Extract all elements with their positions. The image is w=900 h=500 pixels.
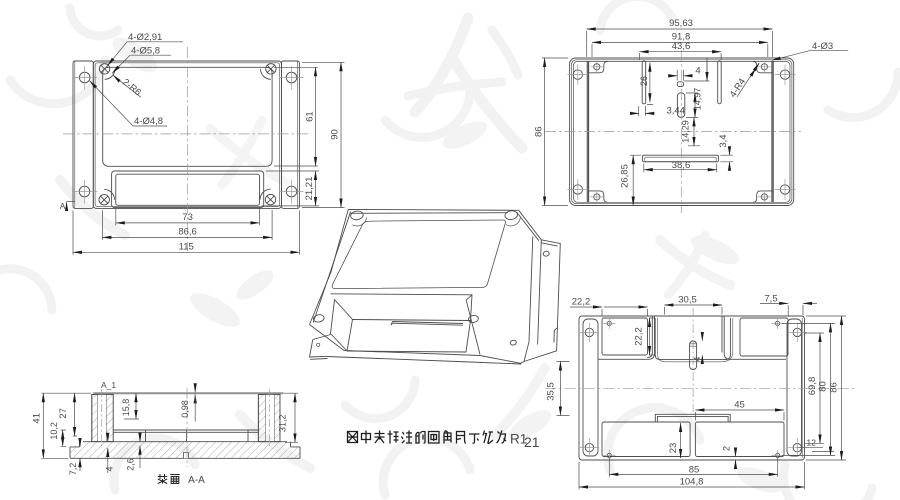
- svg-text:7,2: 7,2: [68, 463, 78, 476]
- svg-text:80: 80: [818, 381, 829, 392]
- svg-text:104,8: 104,8: [680, 476, 704, 487]
- svg-text:31,2: 31,2: [278, 415, 288, 433]
- svg-text:2: 2: [722, 446, 732, 451]
- svg-text:3,44: 3,44: [667, 106, 686, 117]
- svg-text:A_1: A_1: [101, 380, 116, 390]
- svg-text:30,5: 30,5: [678, 295, 697, 306]
- svg-text:69,8: 69,8: [807, 377, 818, 396]
- svg-text:23: 23: [668, 443, 679, 454]
- svg-text:4-Ø2,91: 4-Ø2,91: [128, 32, 162, 43]
- svg-text:21: 21: [524, 434, 540, 450]
- svg-text:A: A: [60, 201, 66, 211]
- svg-text:86: 86: [829, 382, 840, 393]
- svg-text:4: 4: [693, 356, 702, 361]
- svg-text:2,6: 2,6: [126, 458, 136, 471]
- svg-text:73: 73: [182, 212, 193, 223]
- svg-text:R1: R1: [510, 432, 527, 447]
- svg-text:26: 26: [639, 76, 649, 86]
- svg-text:21,21: 21,21: [304, 177, 315, 201]
- svg-text:14,29: 14,29: [681, 120, 691, 143]
- svg-text:43,6: 43,6: [672, 41, 691, 52]
- svg-text:22,2: 22,2: [633, 327, 644, 346]
- svg-text:38,6: 38,6: [672, 160, 691, 171]
- svg-text:45: 45: [734, 400, 745, 411]
- svg-text:14,97: 14,97: [693, 88, 703, 111]
- svg-text:10,2: 10,2: [49, 422, 59, 440]
- svg-text:A-A: A-A: [188, 475, 205, 486]
- svg-text:4-Ø3: 4-Ø3: [812, 41, 833, 52]
- svg-text:12: 12: [807, 437, 817, 447]
- svg-text:95,63: 95,63: [669, 18, 693, 29]
- svg-text:4-Ø5,8: 4-Ø5,8: [131, 46, 160, 57]
- svg-text:35,5: 35,5: [546, 382, 557, 401]
- svg-text:15,8: 15,8: [121, 399, 131, 417]
- svg-text:27: 27: [58, 408, 69, 419]
- svg-text:115: 115: [179, 241, 194, 252]
- svg-text:26,85: 26,85: [619, 164, 630, 188]
- svg-text:7,5: 7,5: [764, 294, 777, 305]
- svg-text:61: 61: [305, 111, 316, 122]
- svg-text:85: 85: [689, 465, 700, 476]
- svg-text:91,8: 91,8: [672, 32, 691, 43]
- svg-text:90: 90: [330, 129, 341, 140]
- svg-text:4-Ø4,8: 4-Ø4,8: [134, 116, 163, 127]
- svg-text:41: 41: [31, 413, 42, 424]
- svg-text:86: 86: [533, 126, 544, 137]
- svg-text:0,98: 0,98: [180, 400, 190, 418]
- svg-text:22,2: 22,2: [572, 297, 591, 308]
- svg-text:86,6: 86,6: [178, 227, 197, 238]
- svg-text:4: 4: [105, 466, 115, 471]
- svg-text:3,4: 3,4: [718, 134, 729, 147]
- svg-text:4: 4: [695, 66, 700, 77]
